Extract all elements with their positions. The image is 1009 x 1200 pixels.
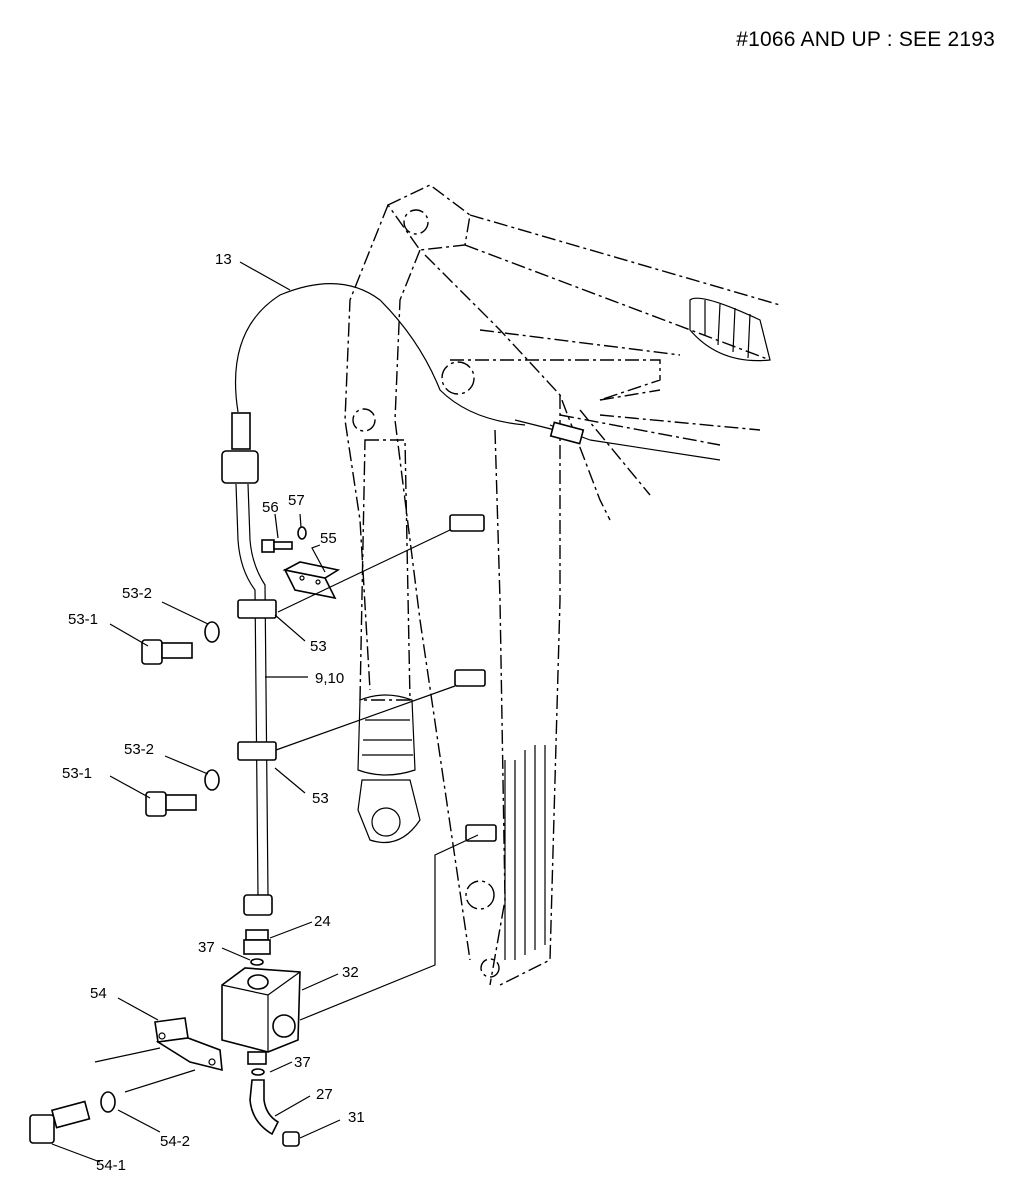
mount-block-2 <box>454 669 486 687</box>
clamp-53-top <box>237 599 277 619</box>
elbow-27 <box>249 1079 280 1136</box>
callout-24: 24 <box>314 913 331 930</box>
callout-53-1-top: 53-1 <box>68 611 98 628</box>
bracket-55 <box>282 561 341 600</box>
callout-37-bottom: 37 <box>294 1054 311 1071</box>
callout-53-2-top: 53-2 <box>122 585 152 602</box>
callout-labels: 13 56 57 55 53-2 53-1 53 9,10 53-2 53-1 … <box>62 251 365 1174</box>
callout-13: 13 <box>215 251 232 268</box>
callout-32: 32 <box>342 964 359 981</box>
callout-53-bottom: 53 <box>312 790 329 807</box>
arm-structure <box>344 184 781 986</box>
hose-end-fitting <box>231 412 251 450</box>
callout-31: 31 <box>348 1109 365 1126</box>
bolt-54-1 <box>29 1100 91 1144</box>
callout-37-top: 37 <box>198 939 215 956</box>
mount-block-1 <box>449 514 485 532</box>
bolt-53-1-bottom <box>145 791 197 817</box>
callout-53-1-bottom: 53-1 <box>62 765 92 782</box>
washer-54-2 <box>100 1091 116 1113</box>
callout-27: 27 <box>316 1086 333 1103</box>
o-ring-37-bottom <box>251 1068 265 1076</box>
callout-54: 54 <box>90 985 107 1002</box>
callout-54-2: 54-2 <box>160 1133 190 1150</box>
callout-53-top: 53 <box>310 638 327 655</box>
callout-55: 55 <box>320 530 337 547</box>
pipe-end-nut <box>243 894 273 916</box>
callout-9-10: 9,10 <box>315 670 344 687</box>
washer-57 <box>297 526 307 540</box>
o-ring-37-top <box>250 958 264 966</box>
callout-53-2-bottom: 53-2 <box>124 741 154 758</box>
callout-54-1: 54-1 <box>96 1157 126 1174</box>
hose-13 <box>234 283 526 426</box>
bolt-56 <box>261 539 293 553</box>
pipe-9-10 <box>235 483 269 896</box>
bolt-53-1-top <box>141 639 193 665</box>
hose-nut <box>221 450 259 484</box>
washer-53-2-top <box>204 621 220 643</box>
callout-56: 56 <box>262 499 279 516</box>
bracket-54 <box>154 1017 223 1072</box>
header-note: #1066 AND UP : SEE 2193 <box>736 28 995 51</box>
washer-53-2-bottom <box>204 769 220 791</box>
leader-lines <box>51 261 341 1163</box>
callout-57: 57 <box>288 492 305 509</box>
fitting-24 <box>243 929 271 955</box>
grease-block-32 <box>221 967 301 1065</box>
clamp-53-bottom <box>237 741 277 761</box>
cap-31 <box>282 1131 300 1147</box>
